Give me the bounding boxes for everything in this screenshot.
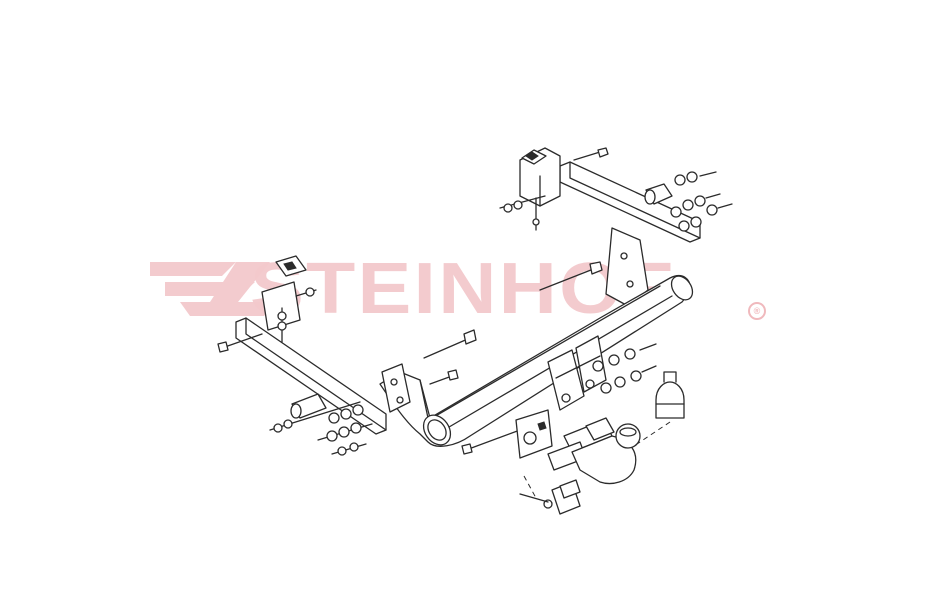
left-spacer-tube — [290, 393, 327, 419]
lock-alignment-line — [523, 475, 537, 499]
right-upper-clamp-plate — [519, 147, 561, 207]
right-nuts-washers — [670, 171, 733, 232]
right-spacer-tube — [644, 183, 673, 205]
watermark-registered-mark: ® — [748, 302, 766, 320]
right-upper-bolts — [499, 147, 609, 231]
cap-alignment-line — [633, 421, 671, 447]
beam-long-bolts — [423, 261, 603, 455]
tow-ball-cap — [655, 371, 685, 419]
lock-clamp — [519, 479, 581, 515]
tow-ball-neck — [547, 417, 641, 485]
main-cross-beam — [379, 275, 694, 447]
left-nuts-washers — [269, 401, 373, 456]
left-upper-bolts — [217, 287, 317, 353]
coupling-bracket — [547, 335, 607, 411]
socket-plate — [515, 409, 553, 459]
coupling-nuts — [592, 343, 657, 394]
beam-left-end-plate — [381, 363, 411, 413]
